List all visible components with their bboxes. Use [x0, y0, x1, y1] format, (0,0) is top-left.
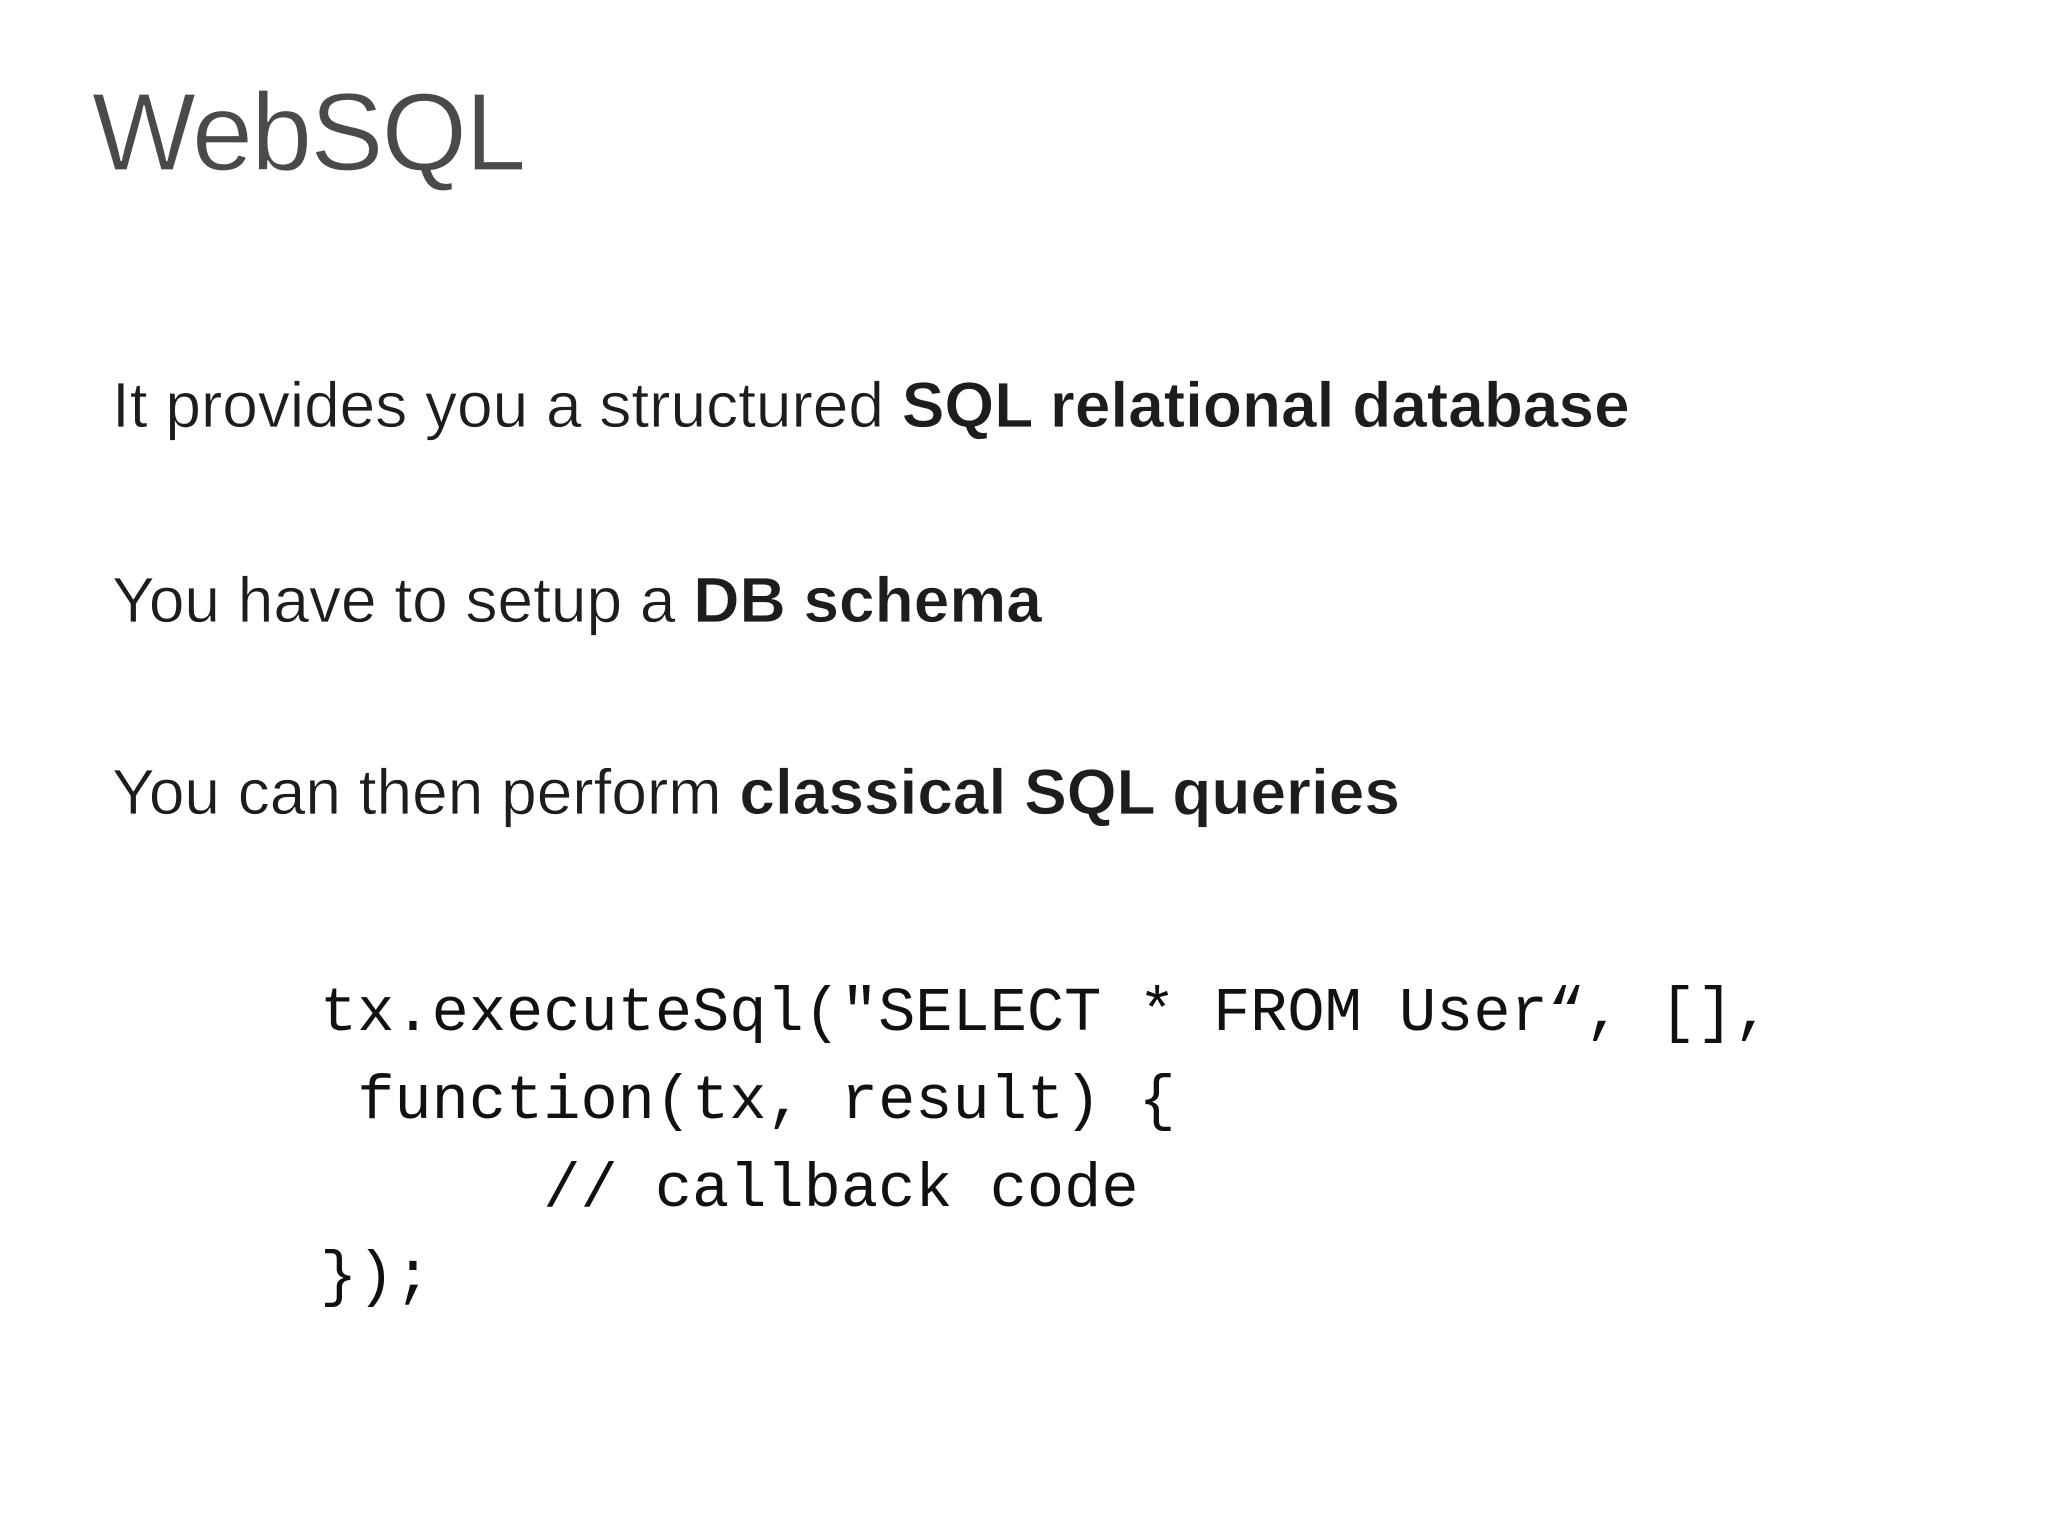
code-line-function: function(tx, result) {	[320, 1066, 1176, 1137]
paragraph-2-regular-text: You have to setup a	[112, 564, 694, 636]
code-line-closing: });	[320, 1242, 432, 1313]
paragraph-3-bold-text: classical SQL queries	[739, 756, 1400, 828]
paragraph-sql-database: It provides you a structured SQL relatio…	[112, 373, 1630, 438]
code-block: tx.executeSql("SELECT * FROM User“, [], …	[320, 970, 1771, 1322]
paragraph-2-bold-text: DB schema	[693, 564, 1042, 636]
paragraph-db-schema: You have to setup a DB schema	[112, 568, 1043, 633]
code-line-execute-sql: tx.executeSql("SELECT * FROM User“, [],	[320, 978, 1772, 1049]
paragraph-3-regular-text: You can then perform	[112, 756, 740, 828]
paragraph-sql-queries: You can then perform classical SQL queri…	[112, 760, 1401, 825]
slide-title: WebSQL	[91, 71, 526, 194]
paragraph-1-bold-text: SQL relational database	[901, 369, 1630, 441]
code-line-callback-comment: // callback code	[320, 1154, 1139, 1225]
paragraph-1-regular-text: It provides you a structured	[112, 369, 902, 441]
